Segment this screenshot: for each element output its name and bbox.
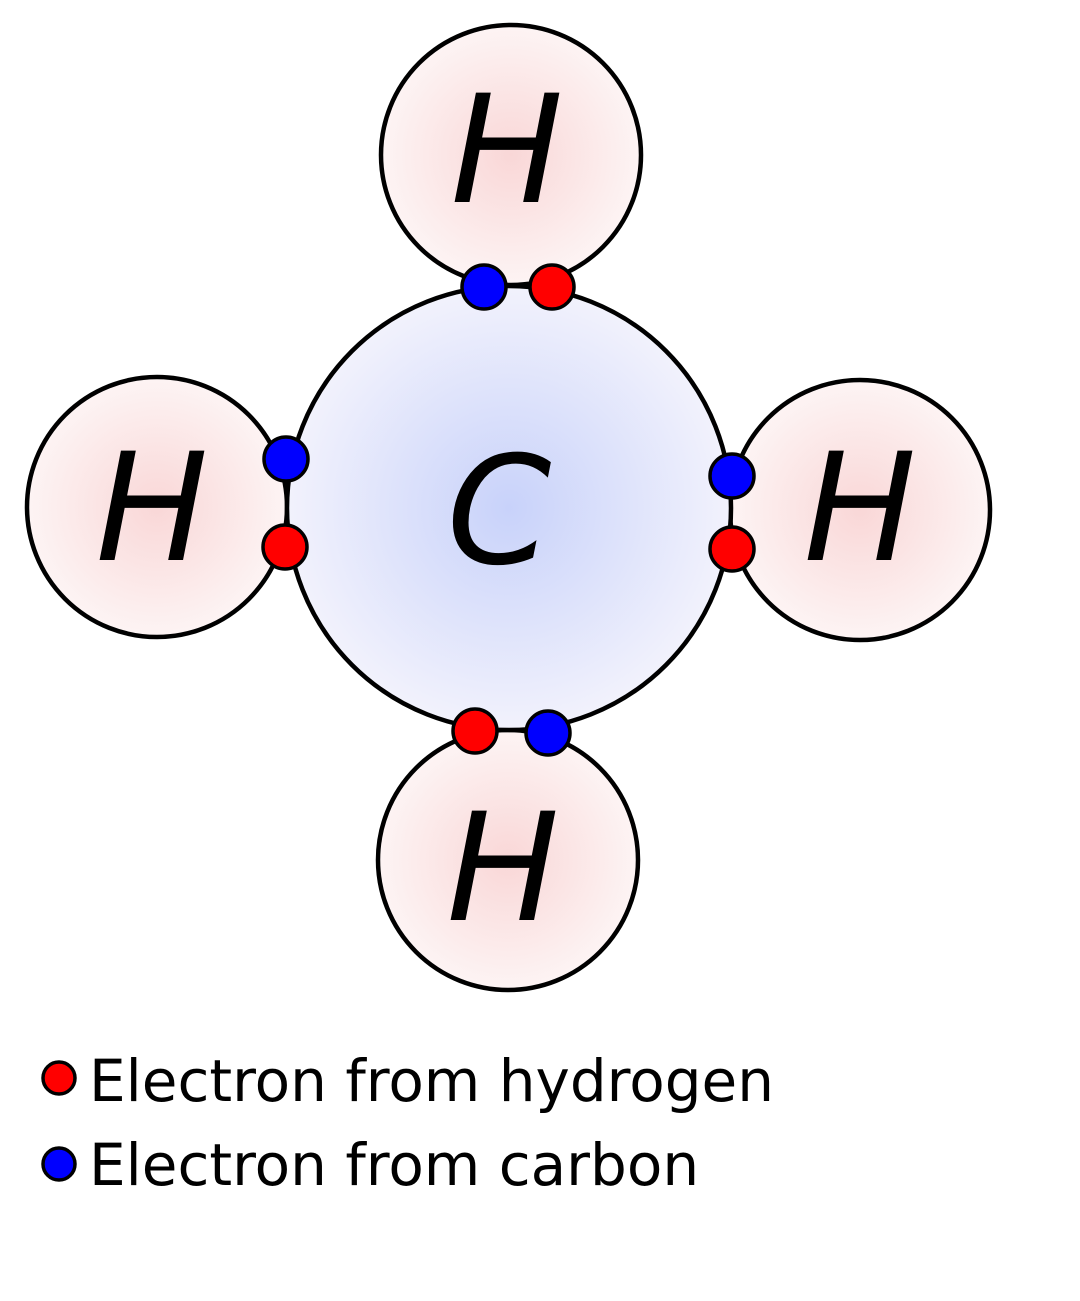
bond-right-electrons [708,452,756,573]
legend-item-hydrogen: Electron from hydrogen [41,1047,774,1115]
carbon-electron-legend-dot [41,1146,77,1182]
hydrogen-label-top: H [451,64,564,238]
carbon-atom [284,283,734,733]
carbon-electron-dot [262,435,310,483]
hydrogen-label-left: H [96,422,209,596]
carbon-circle [284,283,734,733]
bond-left-electrons [261,435,310,571]
hydrogen-electron-dot [451,707,499,755]
legend: Electron from hydrogen Electron from car… [41,1047,774,1199]
bond-bottom-electrons [451,707,572,757]
hydrogen-electron-dot [708,525,756,573]
hydrogen-label-right: H [804,422,917,596]
hydrogen-label-bottom: H [447,782,560,956]
carbon-electron-dot [460,263,508,311]
carbon-label: C [447,425,552,599]
carbon-electron-dot [708,452,756,500]
hydrogen-electron-legend-dot [41,1060,77,1096]
carbon-electron-dot [524,709,572,757]
hydrogen-electron-dot [528,263,576,311]
hydrogen-electron-dot [261,523,309,571]
legend-item-carbon: Electron from carbon [41,1131,699,1199]
legend-label-carbon: Electron from carbon [89,1131,699,1199]
bond-top-electrons [460,263,576,311]
legend-label-hydrogen: Electron from hydrogen [89,1047,774,1115]
